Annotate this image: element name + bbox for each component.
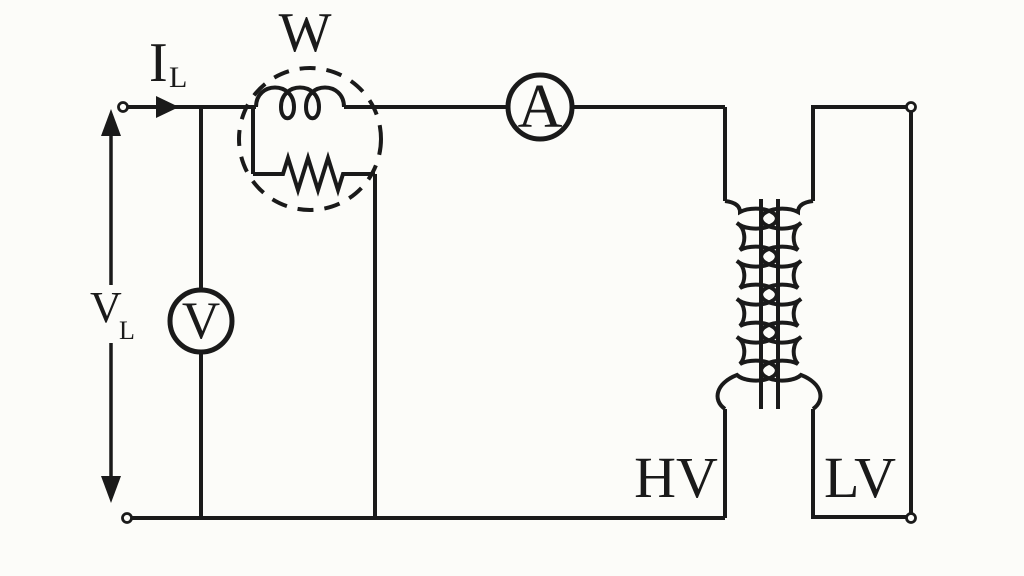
input-terminal-bottom [121,512,133,524]
line-current-label: I [149,32,168,94]
input-terminal-top [117,101,129,113]
voltmeter-label: V [182,292,220,350]
hv-label: HV [634,445,718,510]
arrow-up-icon [101,109,121,136]
lv-winding-coil [759,199,823,411]
wattmeter-dashed-circle [237,66,383,212]
voltmeter-circle [167,287,235,355]
lv-terminal-top [905,101,917,113]
line-voltage-subscript: L [119,316,135,345]
wattmeter-resistor [253,151,375,197]
lv-bottom-lead [811,409,906,519]
wattmeter-label: W [279,2,332,64]
lv-label: LV [824,445,896,510]
wattmeter-current-coil [254,85,346,121]
arrow-down-icon [101,476,121,503]
ammeter-label: A [518,73,563,141]
ammeter-circle [505,72,575,142]
line-current-subscript: L [169,61,187,94]
lv-top-lead [811,105,906,201]
current-direction-arrow-icon [156,96,179,118]
lv-terminal-bottom [905,512,917,524]
line-voltage-label: V [90,283,122,332]
